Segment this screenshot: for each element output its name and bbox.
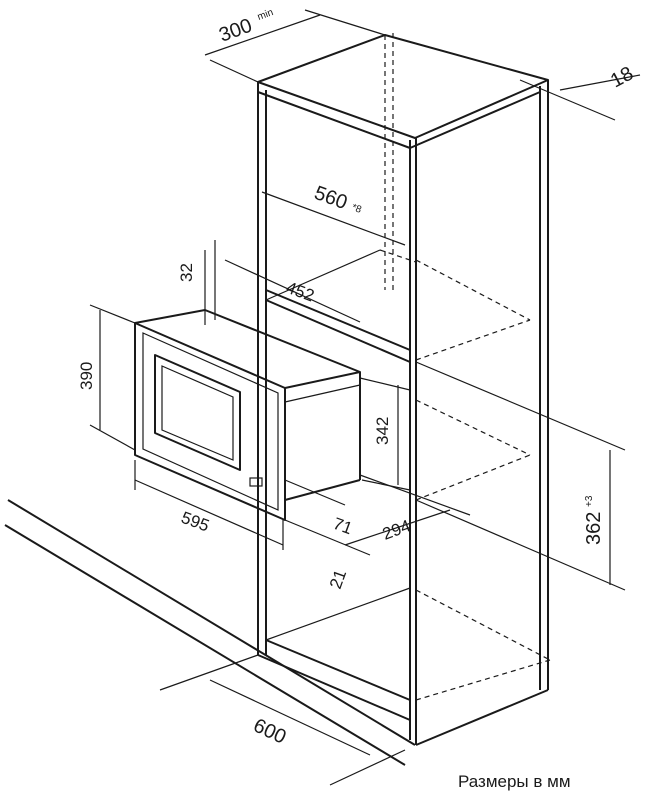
floor-lines — [4, 499, 416, 766]
dim-label-71: 71 — [331, 514, 355, 538]
svg-text:362: 362 — [583, 512, 605, 545]
dim-label-600: 600 — [250, 715, 290, 749]
dim-label-342: 342 — [373, 417, 392, 445]
dim-label-32: 32 — [177, 263, 196, 282]
dim-label-560: 560 *8 — [311, 182, 363, 216]
dimension-lines — [89, 9, 641, 786]
svg-text:560: 560 — [311, 182, 350, 214]
dim-label-390: 390 — [77, 362, 96, 390]
dim-label-452: 452 — [284, 278, 317, 306]
dim-label-18: 18 — [607, 63, 637, 93]
svg-text:+3: +3 — [584, 495, 595, 507]
svg-text:min: min — [256, 7, 275, 23]
svg-text:*8: *8 — [350, 202, 363, 216]
microwave — [134, 309, 361, 521]
dim-label-294: 294 — [380, 516, 413, 544]
dim-label-362: 362 +3 — [583, 495, 605, 545]
svg-text:300: 300 — [216, 15, 255, 47]
dim-label-21: 21 — [326, 567, 350, 591]
caption-units: Размеры в мм — [458, 772, 571, 791]
cabinet — [257, 33, 551, 746]
